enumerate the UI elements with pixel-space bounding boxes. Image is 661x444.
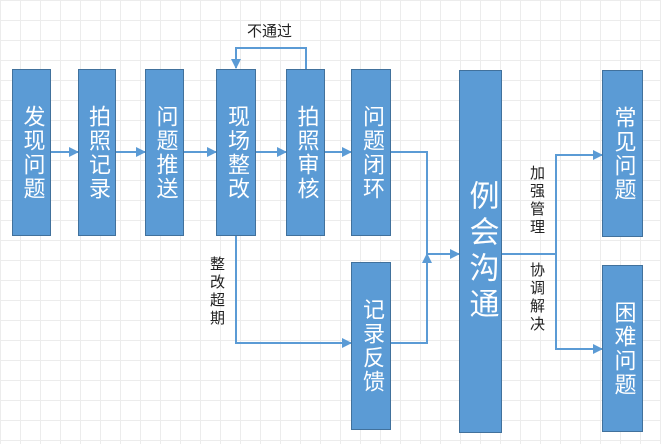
node-issue-close-label: 问题闭环 bbox=[359, 104, 384, 201]
arrow-meeting-to-common bbox=[502, 150, 603, 255]
node-onsite-fix-label: 现场整改 bbox=[224, 104, 249, 201]
node-common-issue-label: 常见问题 bbox=[610, 105, 636, 202]
arrow-feedback-to-meeting bbox=[391, 253, 432, 344]
node-photo-record: 拍照记录 bbox=[78, 69, 116, 236]
node-regular-meeting: 例会沟通 bbox=[459, 70, 502, 433]
arrow-meeting-to-hard bbox=[555, 254, 603, 354]
label-coordinate: 协调解决 bbox=[528, 262, 546, 334]
node-onsite-fix: 现场整改 bbox=[216, 69, 256, 236]
node-record-feedback-label: 记录反馈 bbox=[359, 298, 384, 394]
node-record-feedback: 记录反馈 bbox=[351, 262, 391, 430]
arrow-close-to-meeting bbox=[391, 151, 460, 259]
node-push-issue: 问题推送 bbox=[145, 69, 184, 236]
node-photo-record-label: 拍照记录 bbox=[85, 104, 110, 201]
node-find-issue: 发现问题 bbox=[12, 69, 51, 236]
arrow-fix-to-feedback bbox=[235, 236, 352, 348]
arrow-review-back-to-fix bbox=[231, 47, 307, 69]
node-push-issue-label: 问题推送 bbox=[152, 104, 178, 201]
node-regular-meeting-label: 例会沟通 bbox=[463, 179, 499, 324]
label-not-passed: 不通过 bbox=[247, 22, 293, 40]
label-strengthen: 加强管理 bbox=[528, 165, 546, 237]
node-photo-review: 拍照审核 bbox=[286, 69, 325, 236]
label-overdue: 整改超期 bbox=[208, 256, 226, 328]
node-hard-issue: 困难问题 bbox=[602, 265, 643, 432]
node-photo-review-label: 拍照审核 bbox=[293, 104, 319, 201]
node-hard-issue-label: 困难问题 bbox=[610, 300, 636, 397]
node-issue-close: 问题闭环 bbox=[351, 69, 391, 236]
node-common-issue: 常见问题 bbox=[602, 70, 643, 237]
node-find-issue-label: 发现问题 bbox=[19, 104, 45, 201]
